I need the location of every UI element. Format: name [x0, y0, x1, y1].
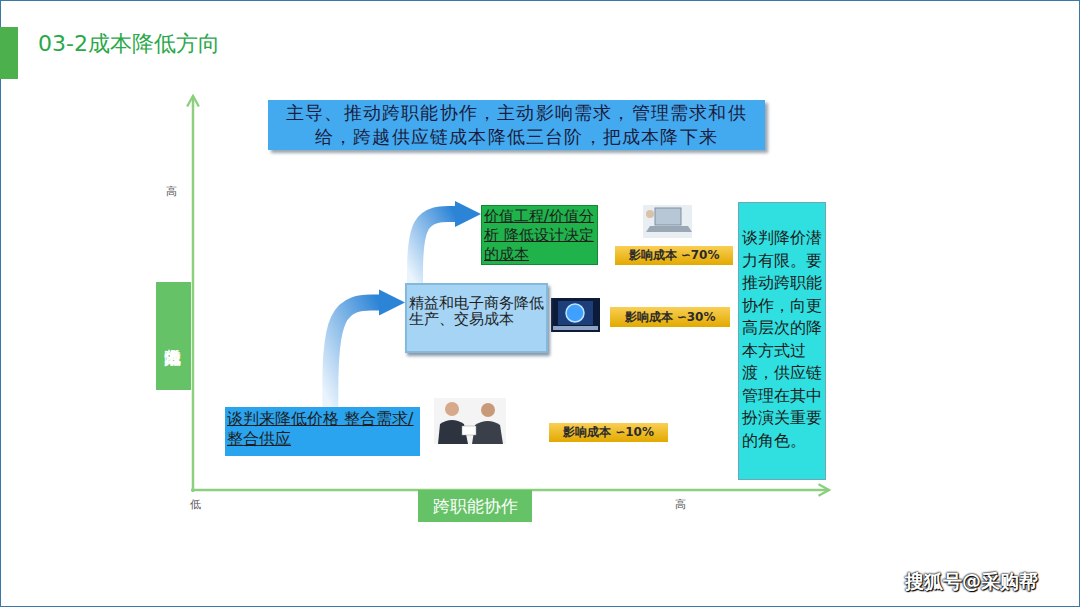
node-text: 影响成本 ∽30%: [625, 308, 716, 327]
node-text: 跨职能协作: [433, 495, 518, 517]
laptop-photo: [643, 205, 692, 238]
node-text: 谈判降价潜力有限。要推动跨职能协作，向更高层次的降本方式过渡，供应链管理在其中扮…: [742, 227, 824, 452]
globe: [566, 304, 584, 322]
laptop-screen: [655, 208, 681, 225]
hand: [646, 210, 654, 218]
curved-arrow: [330, 303, 379, 407]
axis-tick: 低: [190, 497, 201, 512]
laptop-base: [553, 326, 598, 330]
photo-background: [643, 205, 692, 238]
axis-title: 跨职能协作: [418, 490, 532, 522]
impact-badge: 影响成本 ∽30%: [610, 307, 730, 327]
laptop-base: [646, 226, 692, 232]
note-box: 谈判降价潜力有限。要推动跨职能协作，向更高层次的降本方式过渡，供应链管理在其中扮…: [738, 202, 826, 480]
node-text: 主导、推动跨职能协作，主动影响需求，管理需求和供给，跨越供应链成本降低三台阶，把…: [280, 101, 753, 149]
negotiation-photo: [434, 398, 506, 444]
axis-title: 降低成本潜力: [156, 282, 191, 390]
person-suit: [472, 421, 503, 444]
globe-laptop-icon: [551, 298, 600, 332]
watermark: 搜狐号@采购帮: [905, 569, 1038, 595]
y-axis: [192, 96, 195, 492]
slide-title: 03-2成本降低方向: [38, 29, 220, 59]
level-box: 谈判来降低价格 整合需求/整合供应: [225, 407, 420, 456]
level-box: 精益和电子商务降低生产、交易成本: [405, 283, 548, 353]
impact-badge: 影响成本 ∽10%: [549, 423, 668, 442]
axis-tick: 高: [675, 497, 686, 512]
person-head: [445, 402, 459, 416]
person-head: [481, 403, 495, 417]
photo-background: [434, 398, 506, 444]
summary-box: 主导、推动跨职能协作，主动影响需求，管理需求和供给，跨越供应链成本降低三台阶，把…: [268, 100, 765, 150]
title-bar: [0, 27, 18, 79]
node-text: 价值工程/价值分析 降低设计决定的成本: [484, 207, 595, 264]
laptop-screen: [558, 301, 593, 325]
paper: [462, 426, 476, 435]
level-box: 价值工程/价值分析 降低设计决定的成本: [481, 205, 598, 265]
impact-badge: 影响成本 ∽70%: [615, 246, 733, 265]
curved-arrow: [415, 214, 455, 283]
node-text: 精益和电子商务降低生产、交易成本: [409, 295, 544, 327]
icon-background: [551, 298, 600, 332]
node-text: 影响成本 ∽70%: [629, 246, 720, 265]
node-text: 谈判来降低价格 整合需求/整合供应: [227, 409, 418, 449]
node-text: 影响成本 ∽10%: [563, 423, 654, 442]
axis-tick: 高: [166, 184, 177, 199]
